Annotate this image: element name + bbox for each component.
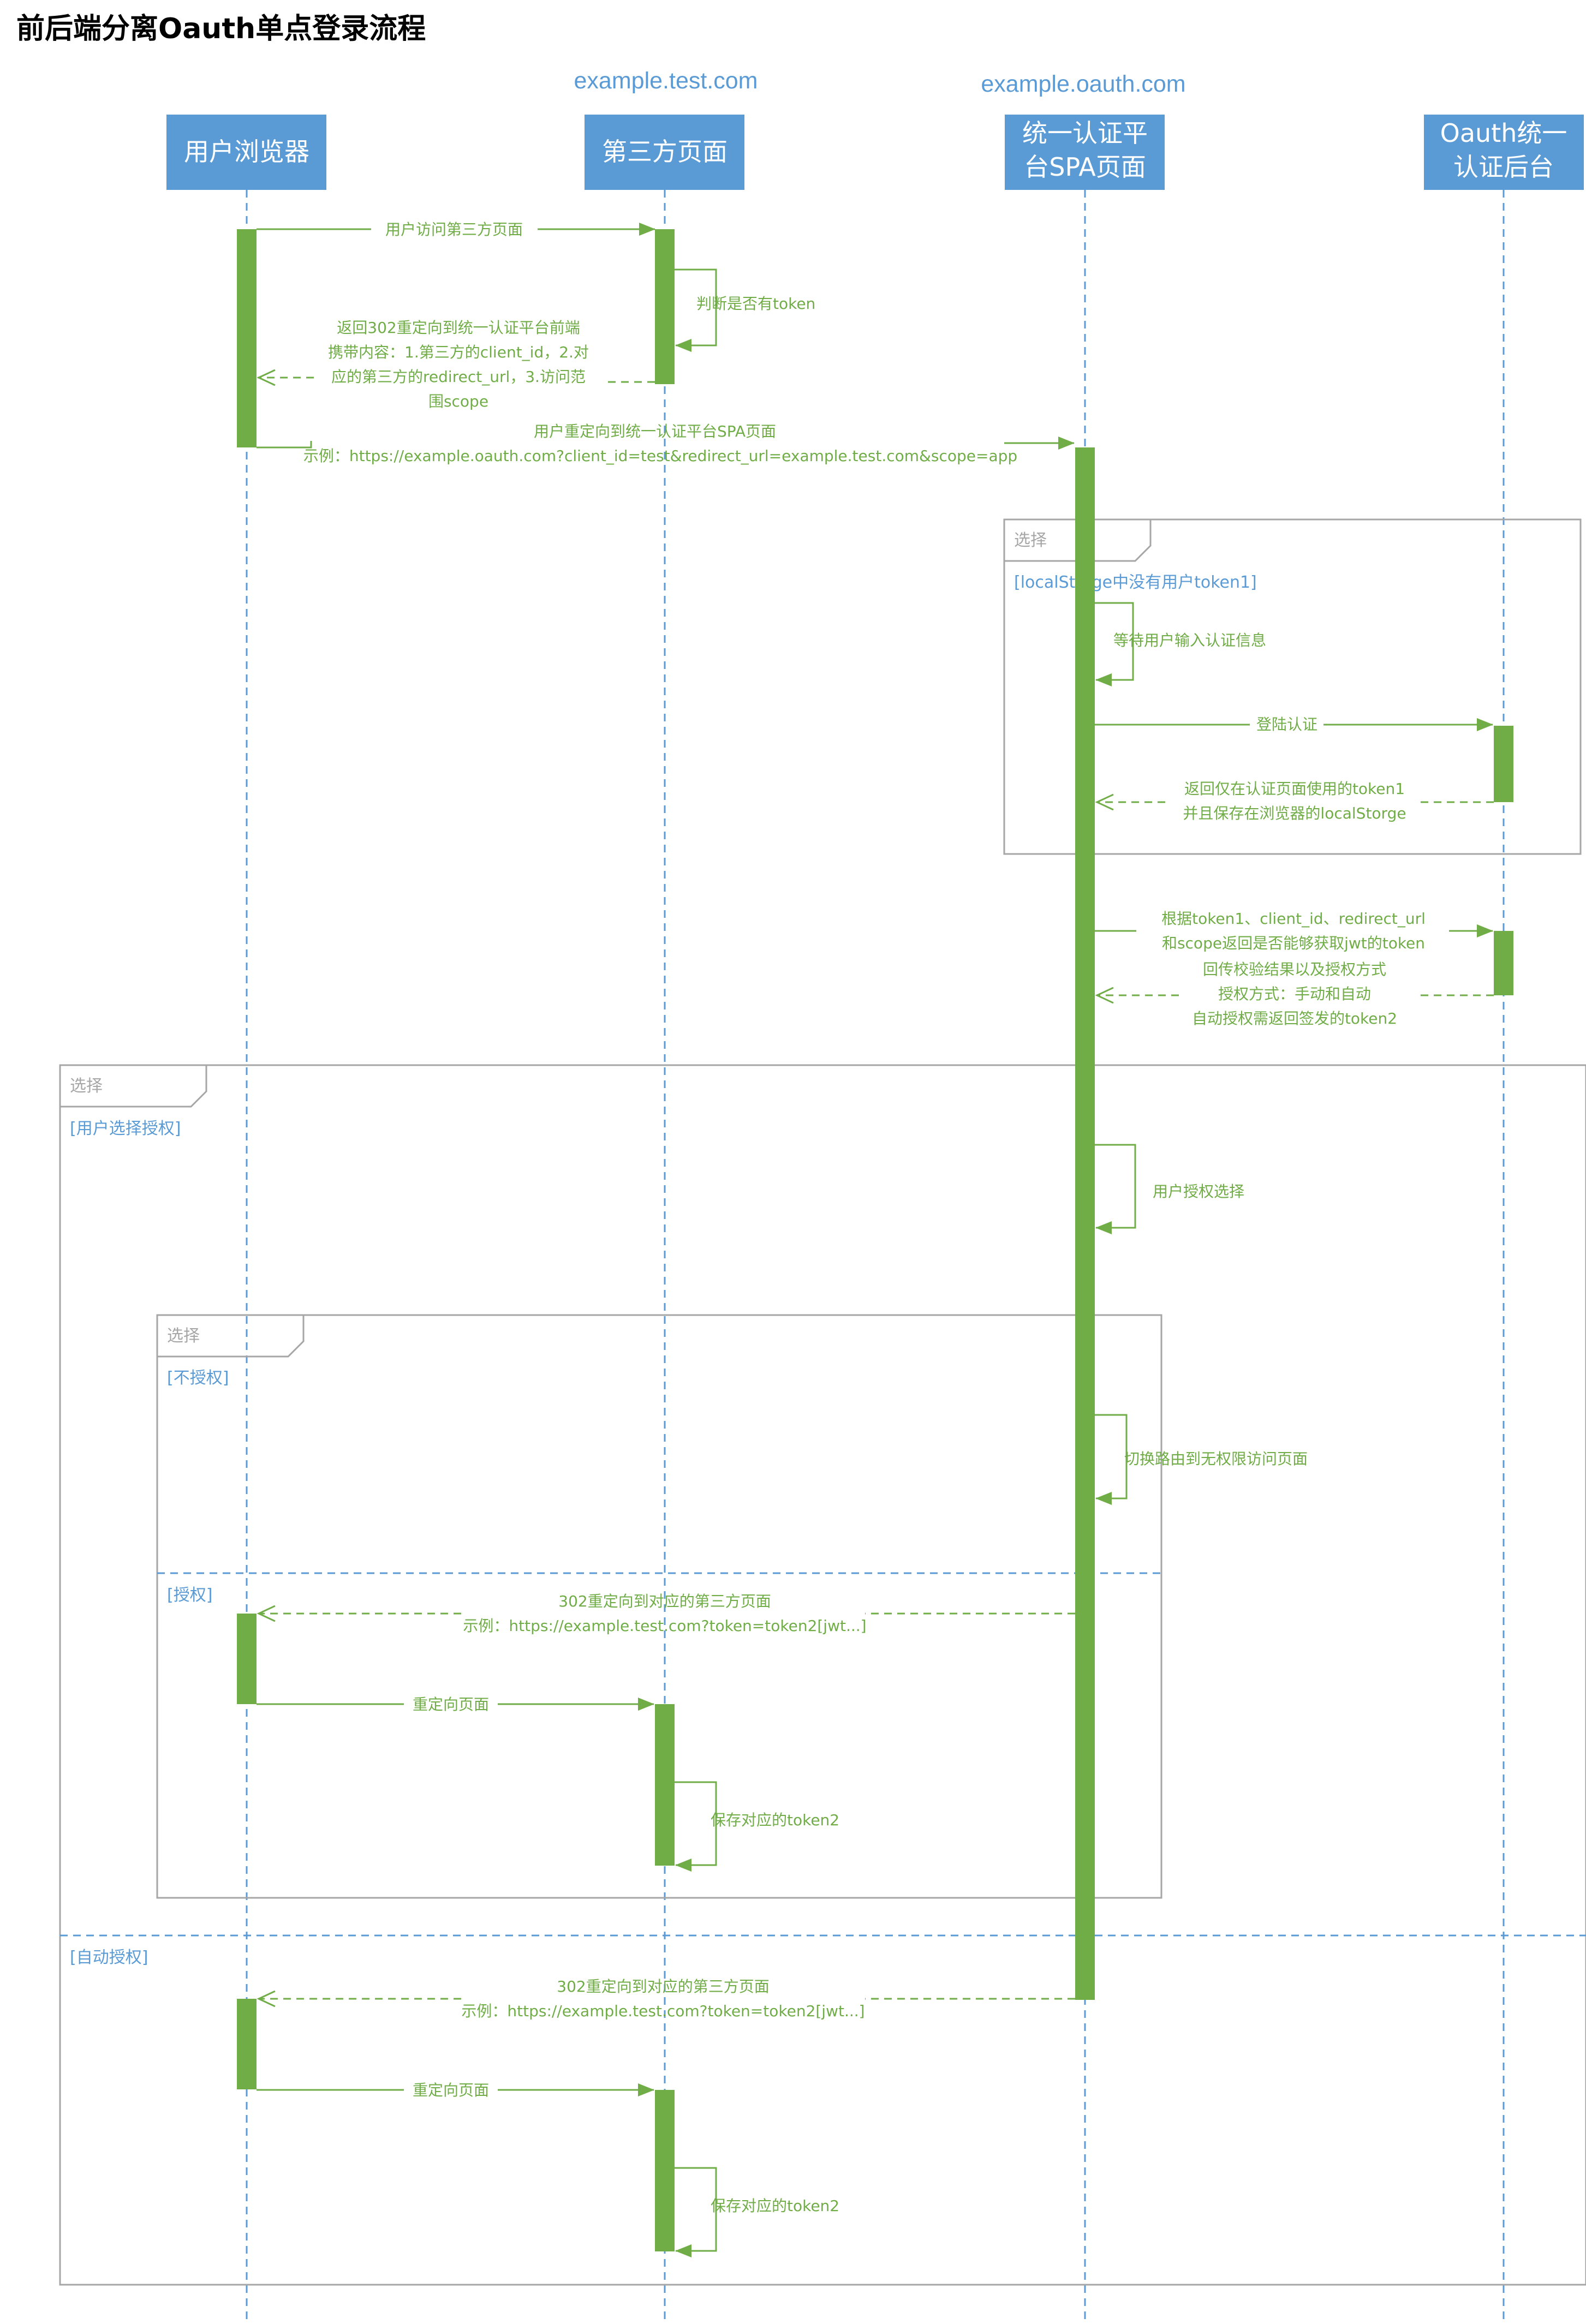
participant-spa-label-1: 统一认证平 (1022, 118, 1148, 148)
domain-third-party: example.test.com (574, 68, 758, 94)
message-302-auto: 302重定向到对应的第三方页面 示例：https://example.test.… (257, 1978, 1075, 2020)
message-302-authorized: 302重定向到对应的第三方页面 示例：https://example.test.… (257, 1592, 1075, 1635)
participant-backend: Oauth统一 认证后台 (1424, 115, 1584, 190)
page-title: 前后端分离Oauth单点登录流程 (16, 13, 426, 45)
message-302-auto-line1: 302重定向到对应的第三方页面 (557, 1978, 769, 1996)
message-redirect-page-2-label: 重定向页面 (413, 2081, 489, 2099)
message-check-token: 判断是否有token (675, 268, 815, 352)
message-return-302-line1: 返回302重定向到统一认证平台前端 (337, 319, 580, 337)
activation-third-party-2 (655, 1704, 675, 1866)
participant-backend-label-2: 认证后台 (1453, 152, 1554, 182)
participant-browser: 用户浏览器 (166, 115, 326, 190)
participant-spa: 统一认证平 台SPA页面 (1005, 115, 1165, 190)
message-redirect-page-1-label: 重定向页面 (413, 1695, 489, 1713)
message-return-token1: 返回仅在认证页面使用的token1 并且保存在浏览器的localStorge (1095, 780, 1494, 822)
message-login-auth-label: 登陆认证 (1256, 715, 1317, 733)
message-check-jwt-line1: 根据token1、client_id、redirect_url (1161, 910, 1426, 928)
message-visit-third-party: 用户访问第三方页面 (257, 220, 655, 238)
message-login-auth: 登陆认证 (1095, 715, 1493, 733)
message-return-auth-result: 回传校验结果以及授权方式 授权方式：手动和自动 自动授权需返回签发的token2 (1095, 960, 1494, 1027)
message-return-302-line4: 围scope (428, 392, 488, 410)
message-return-token1-line1: 返回仅在认证页面使用的token1 (1184, 780, 1405, 798)
activation-third-party-3 (655, 2090, 675, 2251)
message-wait-user-input: 等待用户输入认证信息 (1095, 602, 1266, 686)
participant-third-party: 第三方页面 (585, 115, 744, 190)
frame-alt-authorize-guard-manual: [用户选择授权] (70, 1119, 181, 1138)
lifelines (246, 190, 1505, 2324)
participant-third-party-label: 第三方页面 (602, 137, 728, 166)
message-return-302-line2: 携带内容：1.第三方的client_id，2.对 (328, 343, 589, 361)
message-save-token2-1: 保存对应的token2 (675, 1781, 839, 1872)
message-redirect-spa-line1: 用户重定向到统一认证平台SPA页面 (534, 422, 776, 440)
message-302-authorized-line1: 302重定向到对应的第三方页面 (558, 1592, 771, 1610)
message-return-302: 返回302重定向到统一认证平台前端 携带内容：1.第三方的client_id，2… (257, 319, 655, 410)
activations (237, 229, 1513, 2251)
frame-alt-authorize: 选择 [用户选择授权] [自动授权] (59, 1064, 1586, 2286)
message-302-auto-line2: 示例：https://example.test.com?token=token2… (461, 2002, 864, 2020)
message-visit-third-party-label: 用户访问第三方页面 (385, 220, 523, 238)
frame-alt-localstorage-guard: [localStorge中没有用户token1] (1014, 573, 1257, 592)
message-user-auth-choice: 用户授权选择 (1095, 1144, 1244, 1234)
frame-alt-grant-guard-deny: [不授权] (167, 1369, 229, 1388)
frame-alt-localstorage-label: 选择 (1014, 531, 1047, 550)
activation-third-party-1 (655, 229, 675, 384)
message-302-authorized-line2: 示例：https://example.test.com?token=token2… (463, 1617, 866, 1635)
activation-browser-1 (237, 229, 257, 447)
message-switch-route: 切换路由到无权限访问页面 (1095, 1414, 1308, 1505)
activation-spa (1075, 447, 1095, 2000)
frame-alt-authorize-guard-auto: [自动授权] (70, 1948, 148, 1967)
participant-backend-label-1: Oauth统一 (1440, 118, 1567, 148)
message-check-jwt-line2: 和scope返回是否能够获取jwt的token (1162, 934, 1425, 952)
frame-alt-grant-guard-allow: [授权] (167, 1586, 212, 1605)
message-user-auth-choice-label: 用户授权选择 (1153, 1182, 1244, 1200)
message-redirect-spa-line2: 示例：https://example.oauth.com?client_id=t… (303, 447, 1017, 465)
participant-spa-label-2: 台SPA页面 (1024, 152, 1146, 182)
message-check-jwt: 根据token1、client_id、redirect_url 和scope返回… (1095, 910, 1493, 952)
activation-backend-2 (1494, 931, 1513, 995)
message-check-token-label: 判断是否有token (696, 295, 815, 313)
activation-browser-2 (237, 1614, 257, 1704)
message-redirect-page-1: 重定向页面 (257, 1695, 654, 1713)
frame-alt-grant: 选择 [不授权] [授权] (156, 1314, 1162, 1899)
message-switch-route-label: 切换路由到无权限访问页面 (1124, 1450, 1308, 1468)
frame-alt-grant-label: 选择 (167, 1327, 200, 1346)
message-save-token2-2-label: 保存对应的token2 (711, 2197, 839, 2215)
message-return-302-line3: 应的第三方的redirect_url，3.访问范 (331, 368, 586, 386)
participant-browser-label: 用户浏览器 (184, 137, 309, 166)
frame-alt-authorize-label: 选择 (70, 1077, 103, 1096)
message-return-token1-line2: 并且保存在浏览器的localStorge (1183, 804, 1406, 822)
message-save-token2-1-label: 保存对应的token2 (711, 1811, 839, 1829)
message-return-auth-result-line2: 授权方式：手动和自动 (1218, 985, 1371, 1003)
message-redirect-spa: 用户重定向到统一认证平台SPA页面 示例：https://example.oau… (257, 422, 1075, 465)
activation-backend-1 (1494, 726, 1513, 802)
activation-browser-3 (237, 1999, 257, 2089)
frame-alt-localstorage: 选择 [localStorge中没有用户token1] (1003, 518, 1582, 855)
message-return-auth-result-line3: 自动授权需返回签发的token2 (1192, 1009, 1397, 1027)
message-save-token2-2: 保存对应的token2 (675, 2167, 839, 2257)
message-return-auth-result-line1: 回传校验结果以及授权方式 (1203, 960, 1386, 978)
message-wait-user-input-label: 等待用户输入认证信息 (1113, 631, 1266, 649)
domain-oauth: example.oauth.com (981, 71, 1185, 97)
message-redirect-page-2: 重定向页面 (257, 2081, 654, 2099)
